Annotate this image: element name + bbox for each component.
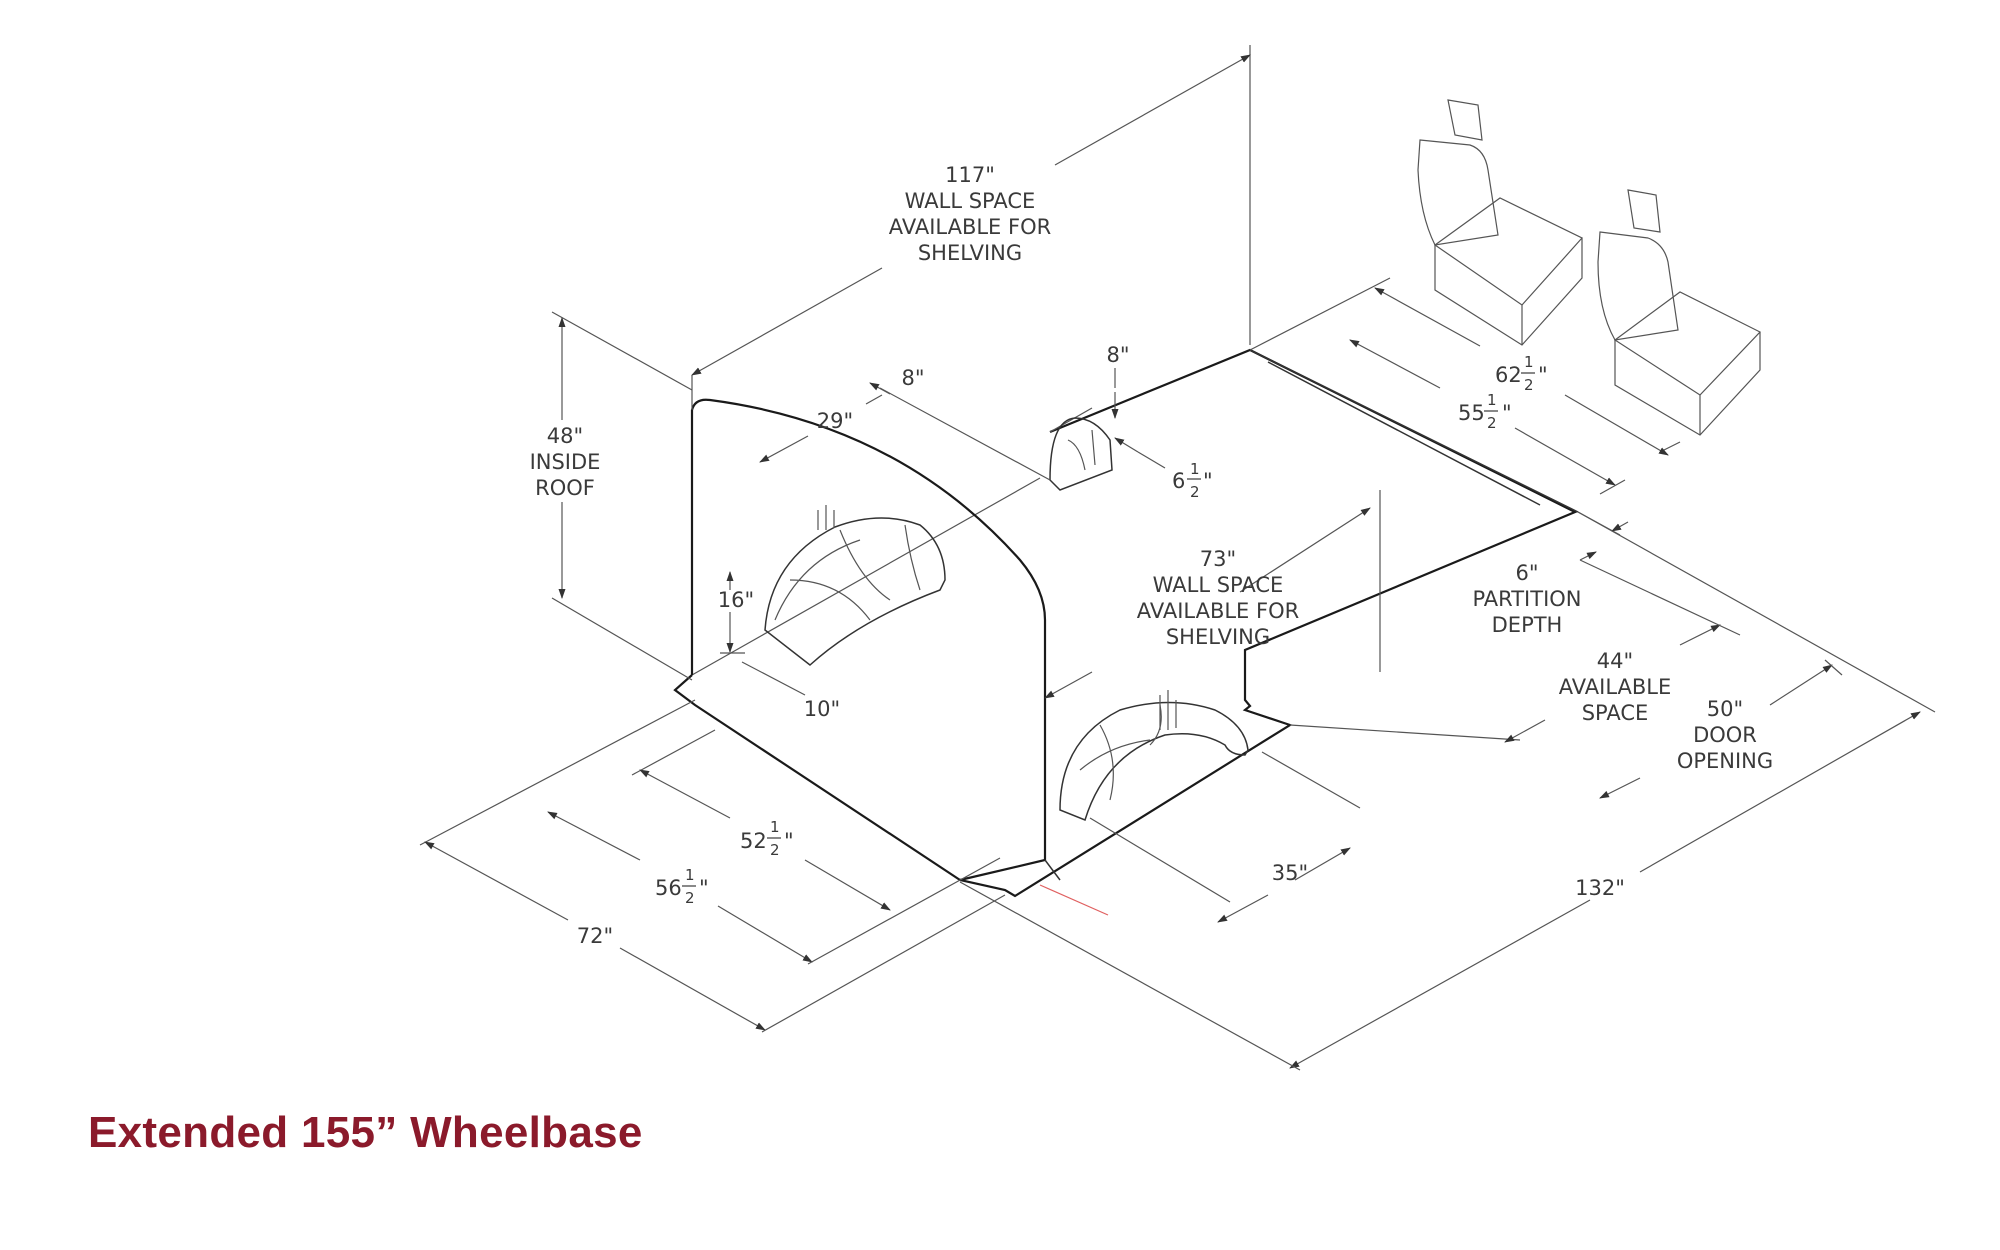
dim-available-space: 44" AVAILABLE SPACE (1559, 649, 1672, 725)
dimension-lines (419, 45, 1936, 1071)
svg-text:": " (1203, 469, 1213, 493)
dim-29-label: 29" (817, 409, 853, 433)
svg-text:56: 56 (655, 876, 682, 900)
wall-panel (690, 398, 1061, 882)
svg-text:WALL SPACE: WALL SPACE (905, 189, 1036, 213)
svg-text:2: 2 (685, 889, 695, 907)
svg-text:55: 55 (1458, 401, 1485, 425)
svg-text:INSIDE: INSIDE (530, 450, 601, 474)
svg-text:PARTITION: PARTITION (1472, 587, 1581, 611)
dim-56-half-label: 56 1 2 " (655, 866, 709, 907)
seat-right (1597, 189, 1761, 436)
svg-text:52: 52 (740, 829, 767, 853)
svg-text:117": 117" (945, 163, 995, 187)
dim-72-label: 72" (577, 924, 613, 948)
svg-text:6: 6 (1172, 469, 1185, 493)
svg-text:AVAILABLE: AVAILABLE (1559, 675, 1672, 699)
svg-text:1: 1 (1190, 460, 1200, 478)
svg-text:SPACE: SPACE (1582, 701, 1649, 725)
svg-text:1: 1 (685, 866, 695, 884)
dim-52-half-label: 52 1 2 " (740, 818, 794, 859)
dim-8-top-label: 8" (1106, 343, 1129, 367)
bump-feature (1049, 417, 1113, 491)
dim-16-label: 16" (718, 588, 754, 612)
svg-text:DOOR: DOOR (1693, 723, 1757, 747)
svg-text:": " (1538, 363, 1548, 387)
svg-text:44": 44" (1597, 649, 1633, 673)
dim-55-half-label: 55 1 2 " (1458, 391, 1512, 432)
wheel-well-left (764, 505, 946, 666)
svg-text:AVAILABLE FOR: AVAILABLE FOR (889, 215, 1051, 239)
svg-text:DEPTH: DEPTH (1492, 613, 1563, 637)
svg-text:62: 62 (1495, 363, 1522, 387)
svg-text:": " (1502, 401, 1512, 425)
svg-text:2: 2 (1524, 376, 1534, 394)
seat-left (1417, 99, 1583, 346)
dim-8-left-label: 8" (901, 366, 924, 390)
dim-partition-depth: 6" PARTITION DEPTH (1472, 561, 1581, 637)
svg-text:6": 6" (1515, 561, 1538, 585)
svg-text:OPENING: OPENING (1677, 749, 1773, 773)
cargo-floor (673, 348, 1579, 898)
svg-text:AVAILABLE FOR: AVAILABLE FOR (1137, 599, 1299, 623)
svg-text:": " (784, 829, 794, 853)
dim-62-half-label: 62 1 2 " (1495, 353, 1548, 394)
page-title: Extended 155” Wheelbase (88, 1108, 643, 1157)
svg-text:1: 1 (1487, 391, 1497, 409)
svg-text:2: 2 (1190, 483, 1200, 501)
svg-text:1: 1 (1524, 353, 1534, 371)
svg-text:SHELVING: SHELVING (1166, 625, 1270, 649)
svg-text:": " (699, 876, 709, 900)
svg-text:SHELVING: SHELVING (918, 241, 1022, 265)
dim-48-inside-roof: 48" INSIDE ROOF (530, 424, 601, 500)
svg-text:73": 73" (1200, 547, 1236, 571)
svg-text:2: 2 (1487, 414, 1497, 432)
front-seats (1417, 99, 1761, 436)
svg-text:1: 1 (770, 818, 780, 836)
wheel-well-right (1059, 690, 1249, 821)
svg-text:WALL SPACE: WALL SPACE (1153, 573, 1284, 597)
svg-text:48": 48" (547, 424, 583, 448)
dim-6-half-label: 6 1 2 " (1172, 460, 1213, 501)
dim-35-label: 35" (1272, 861, 1308, 885)
dim-132-label: 132" (1575, 876, 1625, 900)
dim-117-wall-space: 117" WALL SPACE AVAILABLE FOR SHELVING (889, 163, 1051, 265)
dim-10-label: 10" (804, 697, 840, 721)
svg-text:50": 50" (1707, 697, 1743, 721)
dim-door-opening: 50" DOOR OPENING (1677, 697, 1773, 773)
svg-text:2: 2 (770, 841, 780, 859)
dim-73-wall-space: 73" WALL SPACE AVAILABLE FOR SHELVING (1137, 547, 1299, 649)
svg-text:ROOF: ROOF (535, 476, 595, 500)
